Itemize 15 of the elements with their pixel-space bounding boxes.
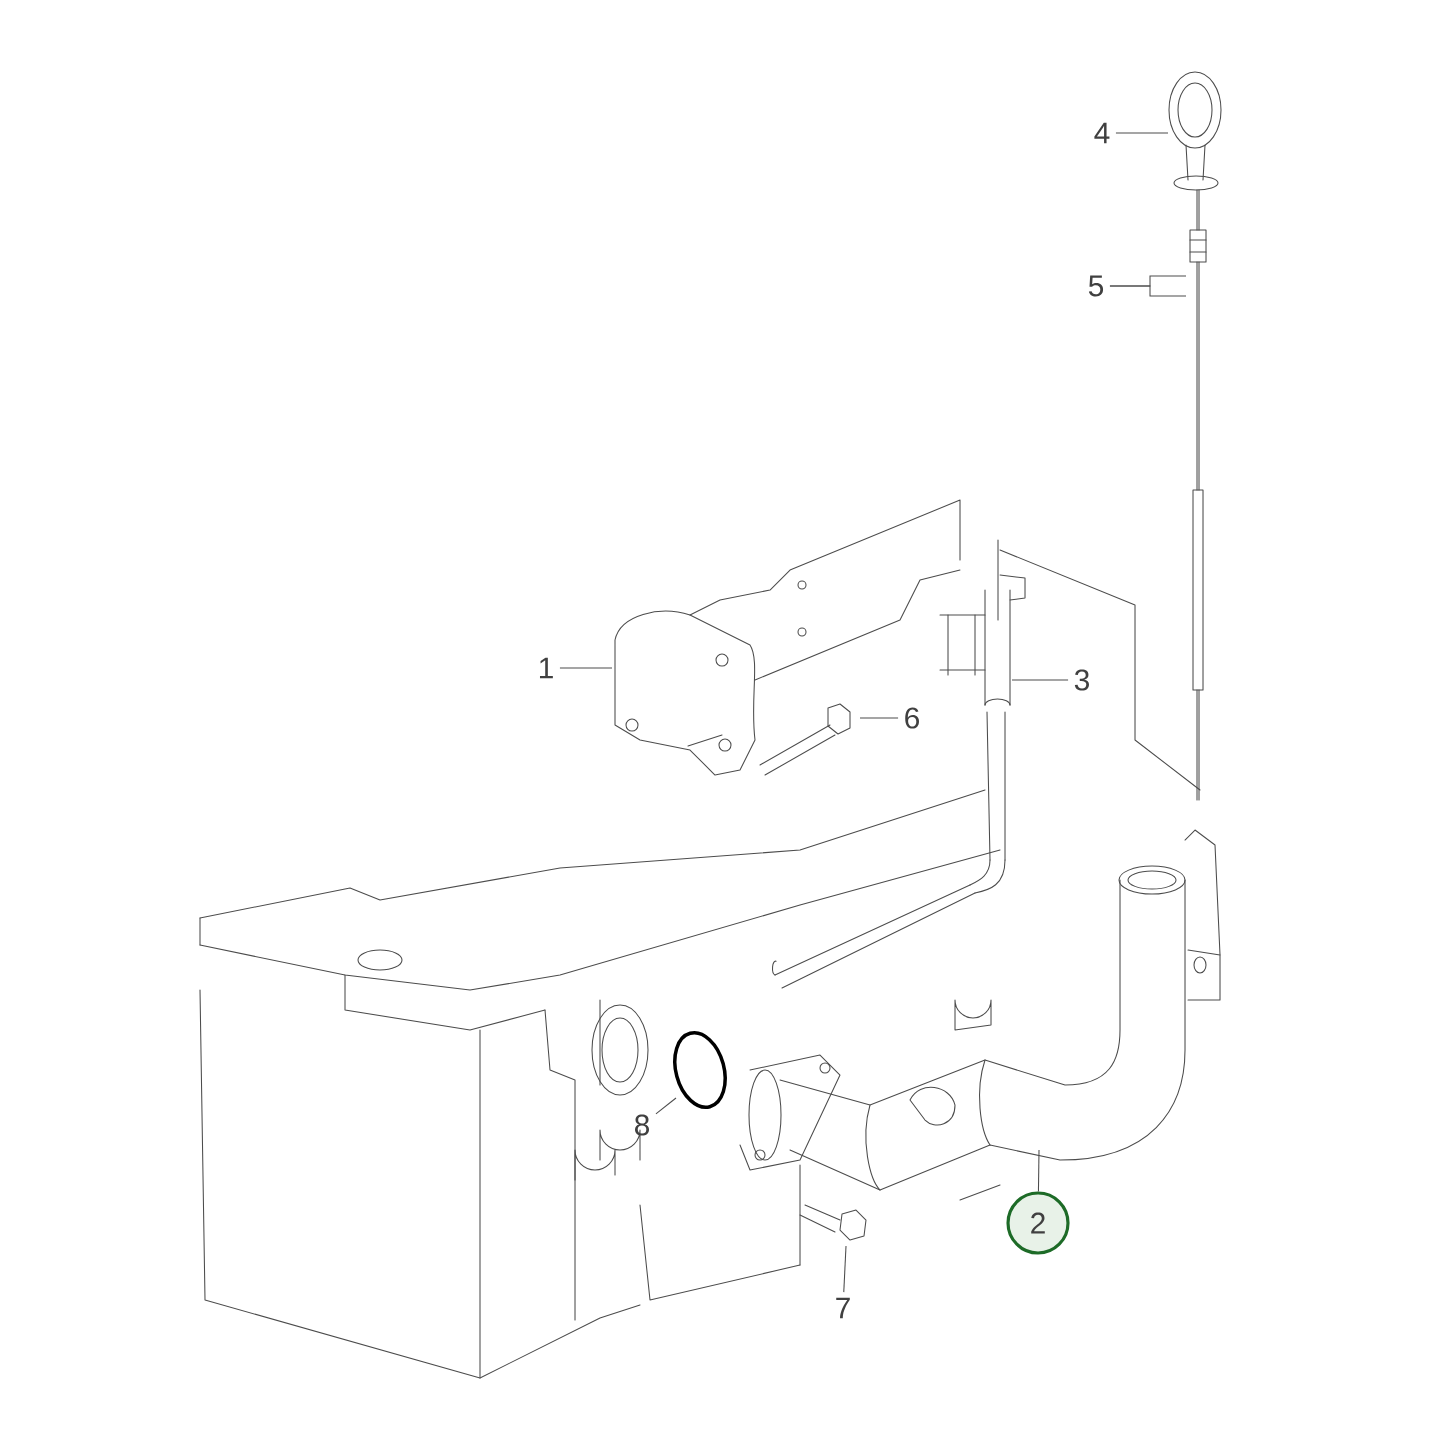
leader-line [859,717,899,719]
callout-number: 3 [1074,669,1089,691]
leader-line [1109,285,1187,297]
callout-number: 6 [905,707,919,729]
callout-number: 1 [540,657,553,679]
callout-number: 7 [836,1297,850,1319]
leader-line [655,1097,677,1115]
leader-line [843,1245,847,1293]
callout-number: 4 [1094,122,1110,144]
leader-line [1011,679,1069,681]
callout-number: 5 [1088,275,1104,297]
leader-line [1037,1149,1040,1192]
leader-line [1115,132,1169,134]
callout-number: 8 [635,1114,649,1136]
leader-line [559,667,613,669]
